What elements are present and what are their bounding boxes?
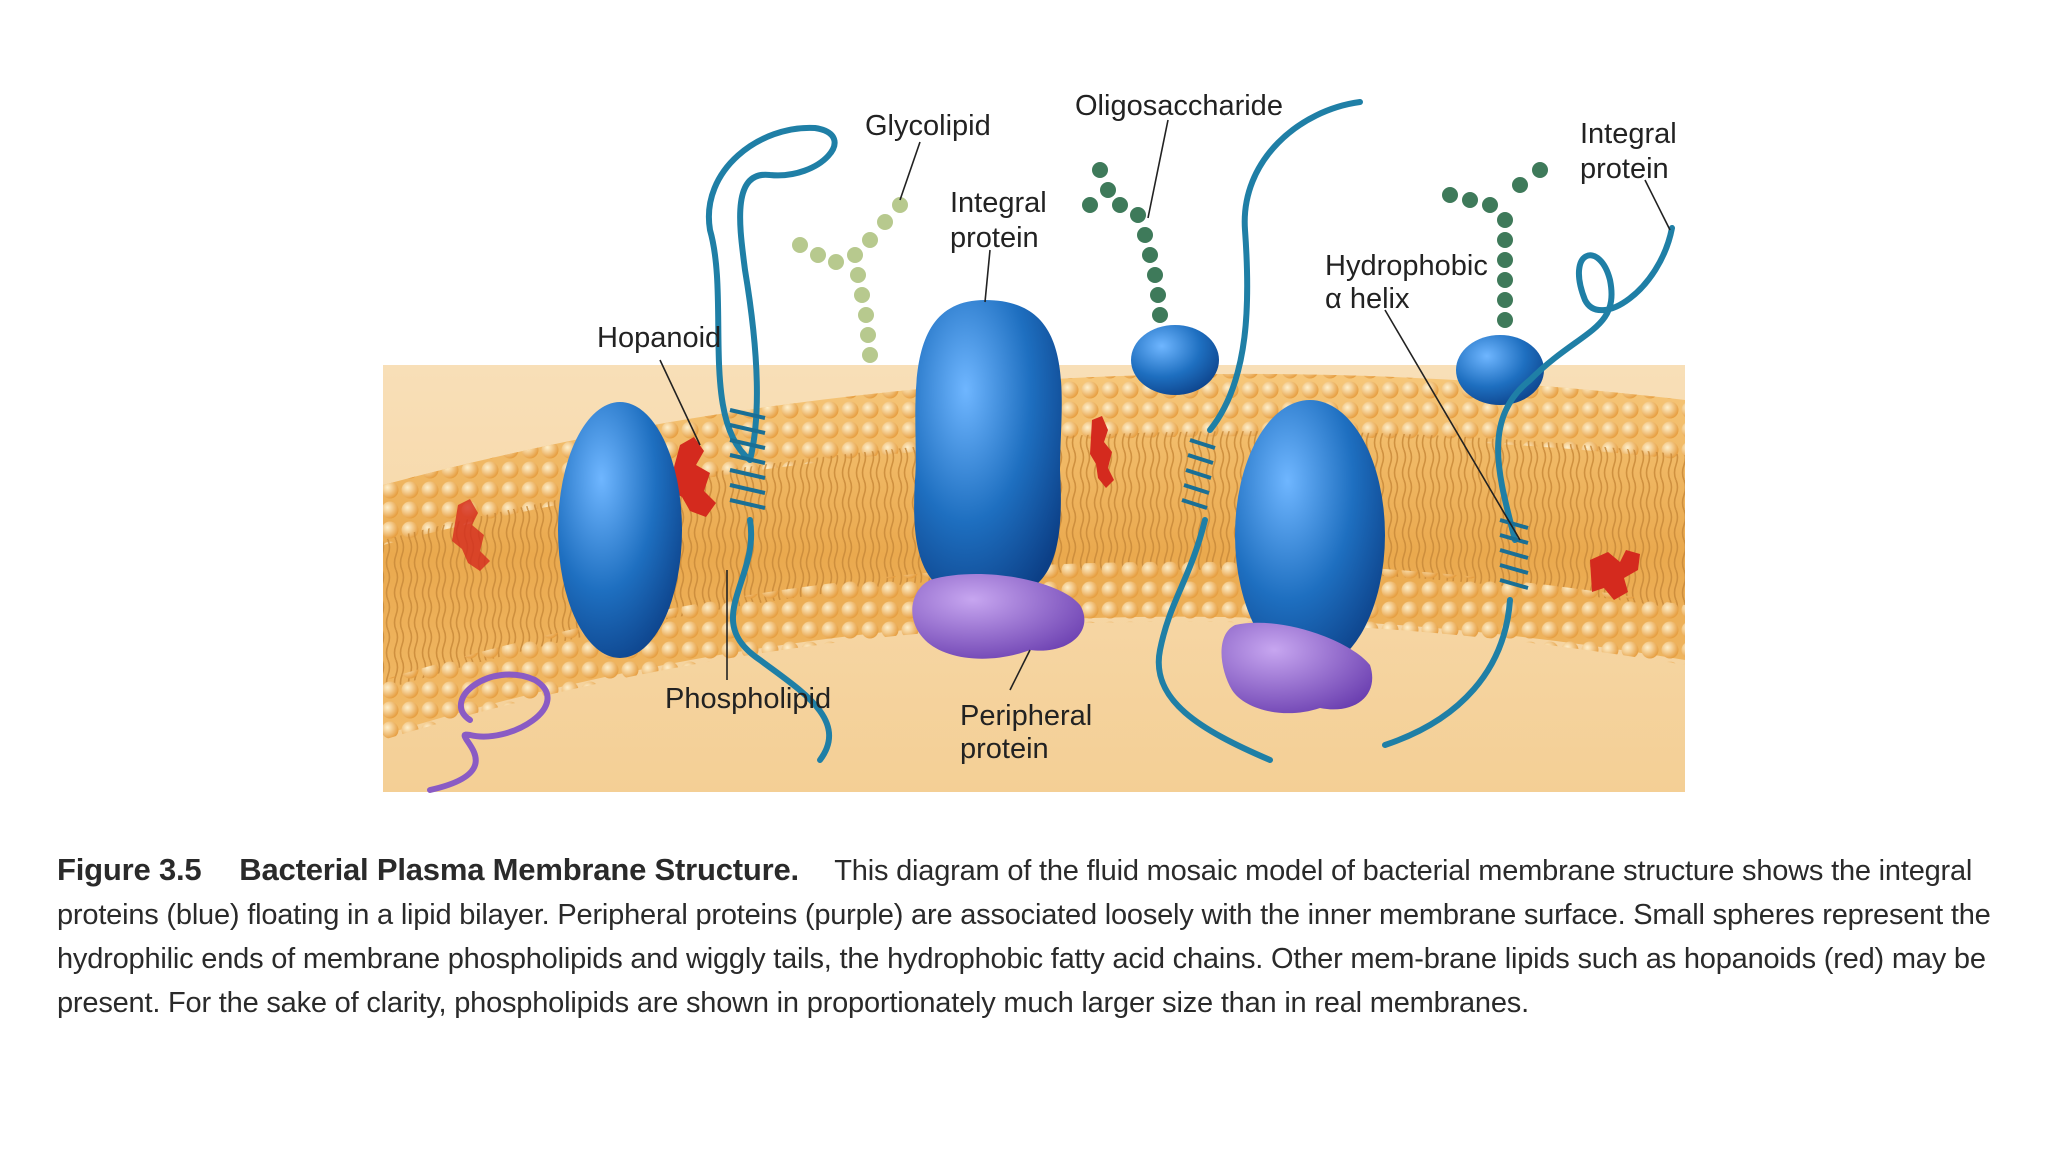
integral-protein-glyco-1 xyxy=(1131,325,1219,395)
label-oligosaccharide: Oligosaccharide xyxy=(1075,90,1283,122)
integral-protein-glyco-2 xyxy=(1456,335,1544,405)
label-glycolipid: Glycolipid xyxy=(865,110,991,142)
label-integral-protein-center-line2: protein xyxy=(950,222,1039,254)
peripheral-protein-center xyxy=(912,574,1085,659)
figure-number: Figure 3.5 xyxy=(57,852,202,887)
membrane-diagram: Glycolipid Oligosaccharide Integral prot… xyxy=(383,90,1685,793)
hopanoid-molecules xyxy=(452,416,1640,600)
figure-title: Bacterial Plasma Membrane Structure. xyxy=(239,852,799,887)
label-hopanoid: Hopanoid xyxy=(597,322,721,354)
label-hydrophobic-helix-line2: α helix xyxy=(1325,283,1410,315)
alpha-helices xyxy=(729,408,1529,590)
label-phospholipid: Phospholipid xyxy=(665,683,831,715)
label-integral-protein-center-line1: Integral xyxy=(950,187,1047,219)
integral-protein-left xyxy=(558,402,682,658)
label-peripheral-protein-line1: Peripheral xyxy=(960,700,1092,732)
integral-protein-center xyxy=(914,300,1062,600)
leader-lines xyxy=(659,119,1671,691)
figure-caption: Figure 3.5 Bacterial Plasma Membrane Str… xyxy=(57,848,1992,1025)
glycolipid-chain xyxy=(792,197,908,363)
label-hydrophobic-helix-line1: Hydrophobic xyxy=(1325,250,1488,282)
protein-chains xyxy=(427,99,1675,793)
label-integral-protein-right-line1: Integral xyxy=(1580,118,1677,150)
label-integral-protein-right-line2: protein xyxy=(1580,153,1669,185)
oligosaccharide-chains xyxy=(1082,162,1548,328)
integral-protein-right xyxy=(1235,400,1385,670)
figure-caption-body: This diagram of the fluid mosaic model o… xyxy=(57,855,1991,1019)
peripheral-protein-right xyxy=(1221,622,1373,714)
label-peripheral-protein-line2: protein xyxy=(960,733,1049,765)
